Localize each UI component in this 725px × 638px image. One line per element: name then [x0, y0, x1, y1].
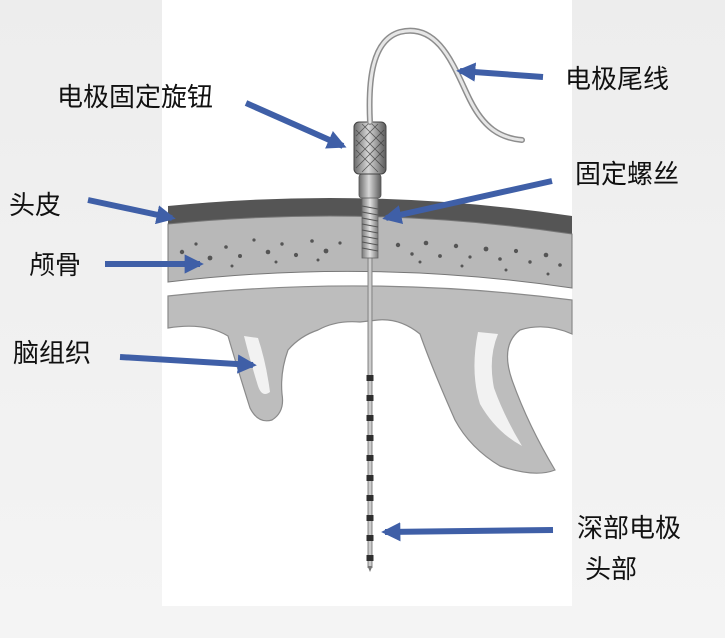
- arrow-deep-electrode-tip: [381, 522, 554, 542]
- label-skull: 颅骨: [29, 251, 81, 281]
- lead-wire-highlight: [368, 29, 524, 142]
- electrode-shaft: [367, 238, 373, 568]
- label-fixing-thread: 固定螺丝: [575, 160, 679, 190]
- electrode-knob: [353, 121, 387, 175]
- fixing-screw: [361, 195, 379, 259]
- label-deep-electrode-tip-line2: 头部: [585, 555, 637, 585]
- electrode-contacts: [366, 375, 374, 561]
- label-scalp: 头皮: [9, 191, 61, 221]
- skull-pores: [179, 238, 562, 276]
- label-deep-electrode-tip-line1: 深部电极: [577, 514, 681, 544]
- label-brain-tissue: 脑组织: [13, 339, 91, 369]
- arrow-fixing-thread: [382, 178, 553, 225]
- arrow-scalp: [87, 197, 176, 225]
- arrow-lead-wire: [456, 62, 544, 82]
- label-electrode-knob: 电极固定旋钮: [57, 83, 213, 113]
- arrow-electrode-knob: [244, 100, 347, 149]
- arrow-brain-tissue: [119, 354, 257, 374]
- label-lead-wire: 电极尾线: [565, 65, 669, 95]
- electrode-tip: [367, 566, 373, 572]
- annotation-arrows: [87, 62, 554, 542]
- brain-tissue-layer: [167, 285, 573, 474]
- white-matter-right: [474, 332, 522, 446]
- white-matter-left: [244, 336, 270, 394]
- electrode-collar: [358, 173, 382, 199]
